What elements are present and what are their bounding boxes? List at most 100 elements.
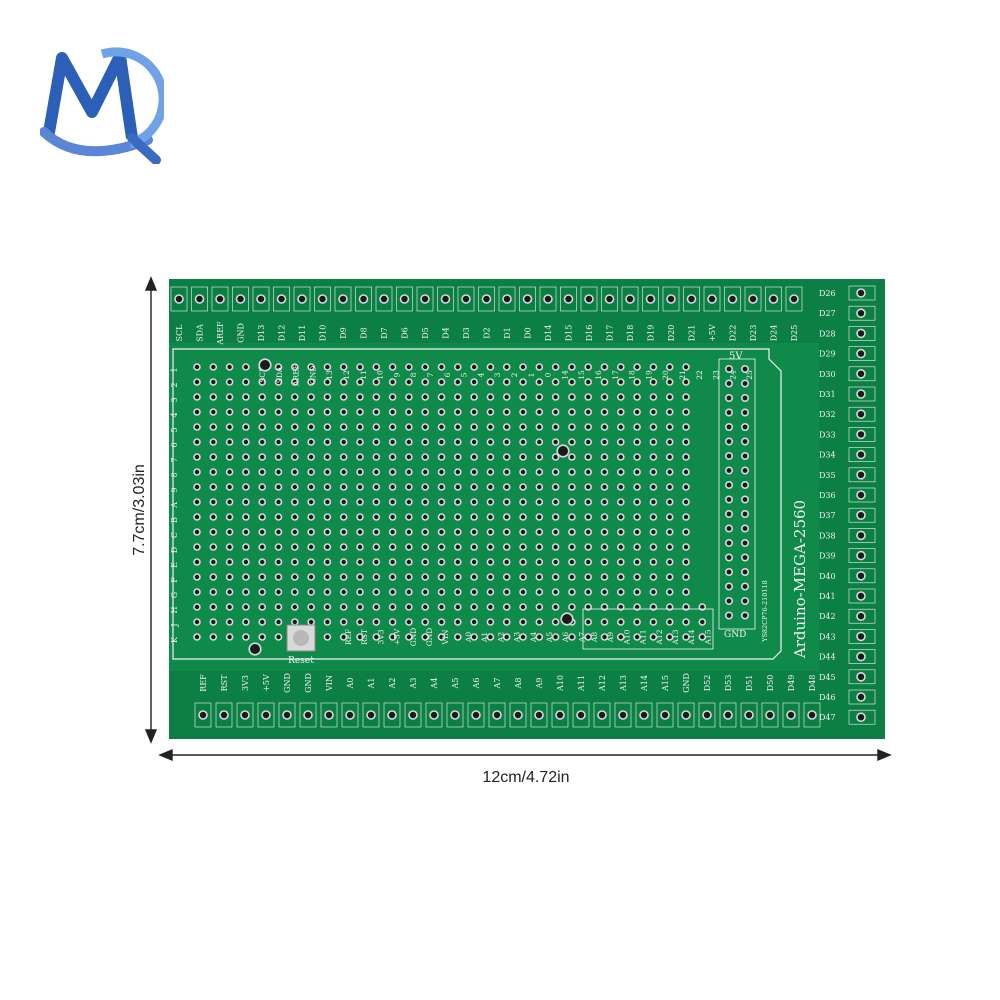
right-terminal-box xyxy=(848,487,876,503)
proto-hole xyxy=(634,364,640,370)
proto-hole xyxy=(504,589,509,595)
row-letter: 5 xyxy=(170,427,179,432)
upper-header-label: 24 xyxy=(728,370,737,380)
right-pin-label: D31 xyxy=(819,390,836,399)
bottom-terminal-box xyxy=(299,702,317,728)
top-pin-label: D25 xyxy=(790,325,799,342)
proto-hole xyxy=(651,529,656,535)
proto-hole xyxy=(634,469,640,475)
top-pin-label: D0 xyxy=(524,327,533,339)
proto-hole xyxy=(341,364,346,370)
proto-hole xyxy=(586,454,591,460)
proto-hole xyxy=(276,409,281,415)
right-terminal-box xyxy=(848,629,876,644)
proto-hole xyxy=(194,544,200,550)
proto-hole xyxy=(618,574,623,580)
proto-hole xyxy=(374,634,379,640)
row-letter: 9 xyxy=(170,487,179,492)
proto-hole xyxy=(292,364,297,370)
proto-hole xyxy=(194,424,200,430)
proto-hole xyxy=(602,619,607,625)
height-dimension-label: 7.7cm/3.03in xyxy=(131,464,148,556)
proto-hole xyxy=(357,484,363,490)
proto-hole xyxy=(537,454,542,460)
bottom-terminal-box xyxy=(215,702,233,728)
upper-header-label: 18 xyxy=(628,370,637,380)
double-header-hole xyxy=(742,424,748,430)
double-header-hole xyxy=(726,482,732,488)
proto-hole xyxy=(667,364,672,370)
mounting-hole xyxy=(562,614,572,624)
proto-hole xyxy=(520,394,526,400)
proto-hole xyxy=(260,394,265,400)
proto-hole xyxy=(227,409,232,415)
proto-hole xyxy=(504,559,509,565)
proto-hole xyxy=(406,559,412,565)
proto-hole xyxy=(618,364,623,370)
top-pin-label: D7 xyxy=(380,327,389,339)
reset-button-cap xyxy=(293,630,309,646)
proto-hole xyxy=(683,634,689,640)
right-terminal-hole xyxy=(857,411,865,418)
double-header-hole xyxy=(742,453,748,459)
width-dimension-label: 12cm/4.72in xyxy=(482,769,570,786)
upper-header-label: 16 xyxy=(594,370,603,380)
bottom-terminal-box xyxy=(656,702,674,728)
bottom-pin-label: 3V3 xyxy=(241,675,250,691)
right-terminal-box xyxy=(848,548,876,563)
proto-hole xyxy=(325,424,330,430)
proto-hole xyxy=(423,559,428,565)
lower-header-label: A4 xyxy=(529,632,538,643)
proto-hole xyxy=(634,619,640,625)
proto-hole xyxy=(602,634,607,640)
proto-hole xyxy=(243,544,249,550)
proto-hole xyxy=(406,424,412,430)
upper-header-label: 19 xyxy=(644,370,653,380)
proto-hole xyxy=(537,589,542,595)
proto-hole xyxy=(471,499,477,505)
lower-header-label: A3 xyxy=(513,632,522,643)
double-header-hole xyxy=(726,598,732,604)
proto-hole xyxy=(488,544,493,550)
proto-hole xyxy=(260,514,265,520)
bottom-terminal-hole xyxy=(535,711,543,719)
bottom-terminal-box xyxy=(551,702,569,728)
proto-hole xyxy=(276,529,281,535)
bottom-pin-label: A6 xyxy=(472,678,481,690)
proto-hole xyxy=(537,559,542,565)
double-header-hole xyxy=(726,424,732,430)
top-terminal-hole xyxy=(483,295,490,303)
top-terminal-hole xyxy=(237,295,244,303)
proto-hole xyxy=(504,439,509,445)
proto-hole xyxy=(325,469,330,475)
proto-hole xyxy=(423,454,428,460)
bottom-pin-label: +5V xyxy=(262,674,271,692)
bottom-terminal-hole xyxy=(682,711,690,719)
proto-hole xyxy=(651,574,656,580)
proto-hole xyxy=(634,604,640,610)
double-header-hole xyxy=(726,569,732,575)
upper-header-label: SCL xyxy=(258,367,267,383)
proto-hole xyxy=(488,499,493,505)
proto-hole xyxy=(569,589,575,595)
bottom-pin-label: A12 xyxy=(598,675,607,692)
proto-hole xyxy=(227,454,232,460)
bottom-terminal-hole xyxy=(451,711,459,719)
proto-hole xyxy=(553,394,558,400)
proto-hole xyxy=(683,439,689,445)
proto-hole xyxy=(455,559,460,565)
proto-hole xyxy=(390,634,395,640)
proto-hole xyxy=(357,529,363,535)
proto-hole xyxy=(520,379,526,385)
right-terminal-box xyxy=(848,649,876,664)
proto-hole xyxy=(520,559,526,565)
proto-hole xyxy=(471,559,477,565)
right-pin-label: D39 xyxy=(819,552,836,561)
proto-hole xyxy=(455,589,460,595)
bottom-terminal-box xyxy=(635,702,653,728)
proto-hole xyxy=(390,499,395,505)
proto-hole xyxy=(227,559,232,565)
brand-logo: ★ ★ ★ xyxy=(40,47,164,164)
bottom-pin-label: A3 xyxy=(409,678,418,690)
proto-hole xyxy=(325,619,330,625)
